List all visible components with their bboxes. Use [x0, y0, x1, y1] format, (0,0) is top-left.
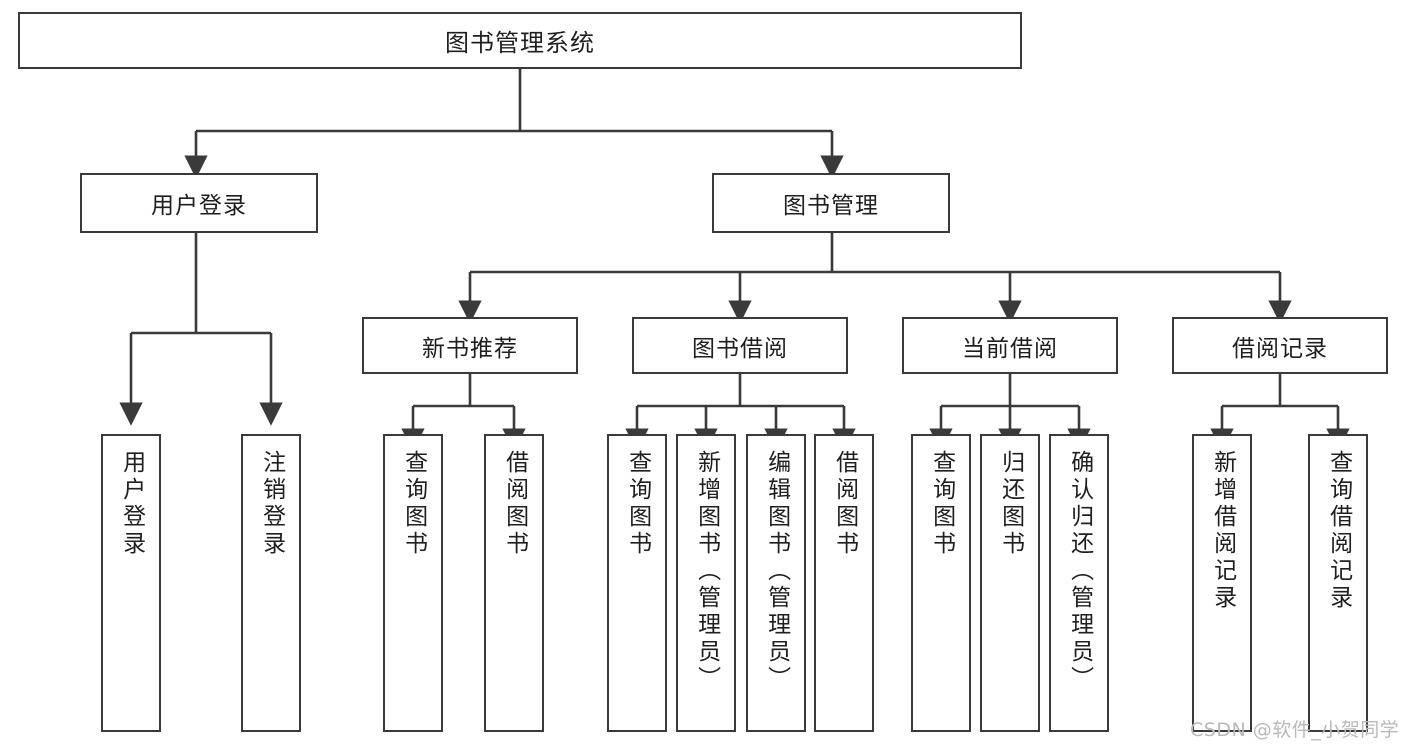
node-label: 图书管理 [783, 193, 879, 219]
node-leaf-confirm-return-admin[interactable]: 确认归还（管理员） [1049, 434, 1109, 732]
node-label: 编辑图书（管理员） [763, 450, 790, 693]
node-label: 新增图书（管理员） [693, 450, 720, 693]
node-label: 当前借阅 [962, 335, 1058, 362]
node-leaf-borrow-book[interactable]: 借阅图书 [814, 434, 874, 732]
node-label: 归还图书 [997, 450, 1024, 558]
node-label: 借阅图书 [501, 450, 528, 558]
node-label: 用户登录 [151, 193, 247, 219]
node-book-borrow[interactable]: 图书借阅 [632, 317, 848, 374]
node-leaf-user-login[interactable]: 用户登录 [101, 434, 161, 732]
node-label: 新增借阅记录 [1209, 450, 1236, 612]
node-leaf-add-borrow-record[interactable]: 新增借阅记录 [1192, 434, 1252, 732]
watermark-text: CSDN @软件_小贺同学 [1190, 719, 1400, 741]
node-label: 借阅记录 [1232, 335, 1328, 362]
node-current-borrow[interactable]: 当前借阅 [902, 317, 1118, 374]
node-label: 用户登录 [118, 450, 145, 558]
node-label: 图书借阅 [692, 335, 788, 362]
node-label: 查询图书 [624, 450, 651, 558]
node-new-book-recommend[interactable]: 新书推荐 [362, 317, 578, 374]
node-label: 确认归还（管理员） [1066, 450, 1093, 693]
node-leaf-query-book-current[interactable]: 查询图书 [911, 434, 971, 732]
node-leaf-edit-book-admin[interactable]: 编辑图书（管理员） [746, 434, 806, 732]
node-leaf-logout[interactable]: 注销登录 [241, 434, 301, 732]
node-label: 查询图书 [400, 450, 427, 558]
node-leaf-query-book-recommend[interactable]: 查询图书 [383, 434, 443, 732]
node-user-login-group[interactable]: 用户登录 [80, 173, 318, 233]
node-label: 图书管理系统 [445, 29, 595, 57]
node-leaf-add-book-admin[interactable]: 新增图书（管理员） [676, 434, 736, 732]
node-root-system[interactable]: 图书管理系统 [18, 12, 1022, 69]
node-label: 查询图书 [928, 450, 955, 558]
node-leaf-borrow-book-recommend[interactable]: 借阅图书 [484, 434, 544, 732]
node-label: 查询借阅记录 [1325, 450, 1352, 612]
node-borrow-record[interactable]: 借阅记录 [1172, 317, 1388, 374]
node-book-management-group[interactable]: 图书管理 [712, 173, 950, 233]
node-label: 借阅图书 [831, 450, 858, 558]
node-label: 注销登录 [258, 450, 285, 558]
node-leaf-return-book[interactable]: 归还图书 [980, 434, 1040, 732]
node-leaf-query-borrow-record[interactable]: 查询借阅记录 [1308, 434, 1368, 732]
node-label: 新书推荐 [422, 335, 518, 362]
node-leaf-query-book-borrow[interactable]: 查询图书 [607, 434, 667, 732]
